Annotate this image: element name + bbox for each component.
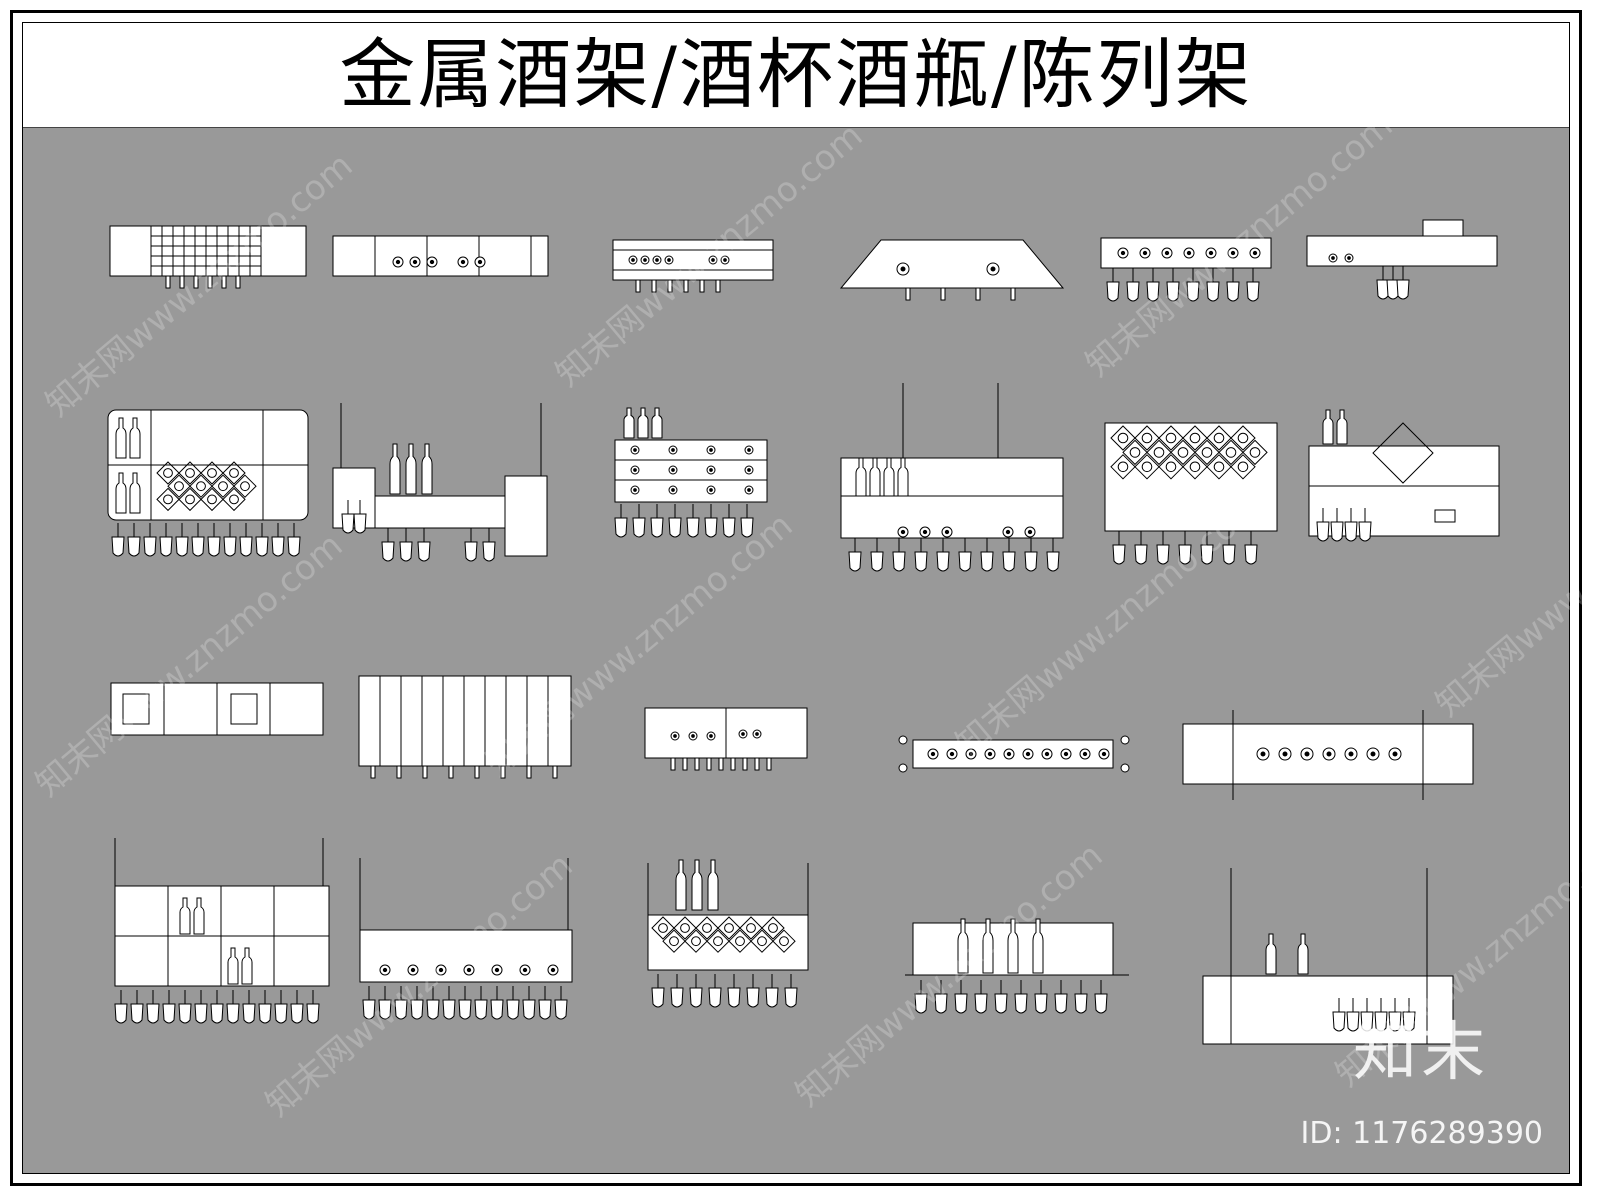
rack-plan-4 bbox=[898, 735, 1130, 773]
cabinet-elevation-6 bbox=[1308, 409, 1500, 542]
cabinet-elevation-4 bbox=[840, 383, 1064, 572]
rack-top-4 bbox=[839, 239, 1065, 301]
cabinet-elevation-1 bbox=[107, 409, 309, 557]
hanging-rack-3 bbox=[647, 859, 809, 1008]
rack-plan-2 bbox=[358, 675, 572, 779]
cad-drawings bbox=[107, 219, 1500, 1045]
rack-plan-3 bbox=[644, 707, 808, 771]
cabinet-elevation-2 bbox=[332, 403, 548, 562]
hanging-rack-1 bbox=[114, 838, 330, 1024]
brand-logo: 知末 bbox=[1353, 1016, 1489, 1090]
hanging-rack-4 bbox=[905, 918, 1129, 1014]
cabinet-elevation-3 bbox=[614, 407, 768, 538]
rack-plan-5 bbox=[1182, 710, 1474, 800]
image-id: ID: 1176289390 bbox=[1300, 1116, 1543, 1151]
drawing-canvas: 知末网www.znzmo.com 知末网www.znzmo.com 知末网www… bbox=[23, 105, 1600, 1173]
rack-top-6 bbox=[1306, 219, 1498, 300]
hanging-rack-2 bbox=[359, 858, 573, 1020]
hanging-rack-5 bbox=[1202, 868, 1454, 1045]
rack-top-1 bbox=[109, 225, 307, 289]
rack-top-5 bbox=[1100, 237, 1272, 302]
rack-top-2 bbox=[332, 235, 549, 277]
page-title: 金属酒架/酒杯酒瓶/陈列架 bbox=[339, 30, 1253, 119]
title-bar: 金属酒架/酒杯酒瓶/陈列架 bbox=[23, 23, 1569, 128]
rack-top-3 bbox=[612, 239, 774, 293]
cabinet-elevation-5 bbox=[1104, 422, 1278, 565]
inner-frame bbox=[22, 22, 1570, 1174]
rack-plan-1 bbox=[110, 682, 324, 736]
